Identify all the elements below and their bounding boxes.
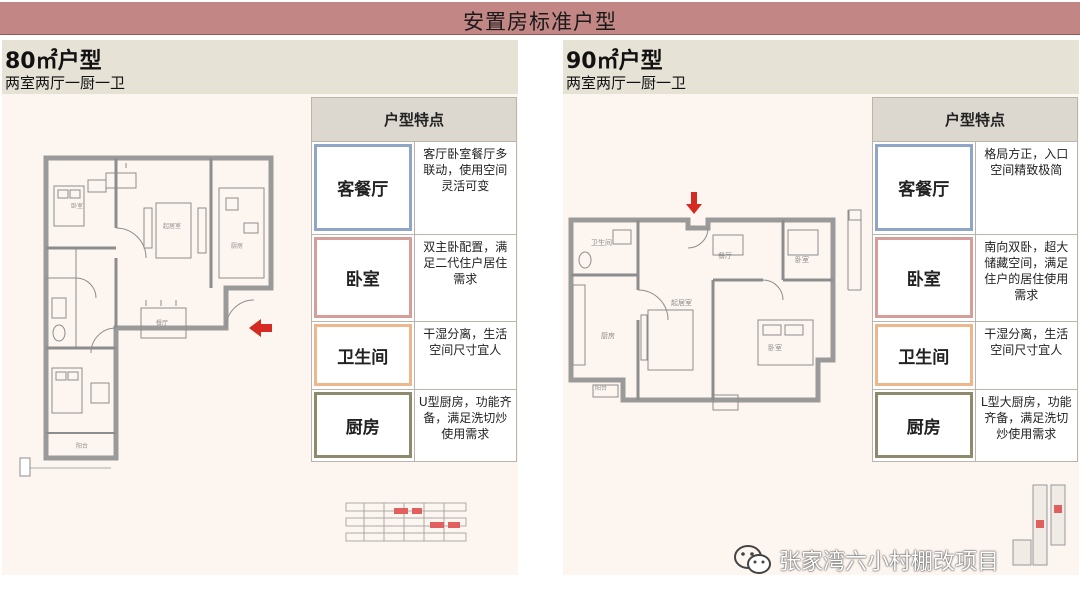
watermark: 张家湾六小村棚改项目 bbox=[733, 540, 999, 580]
header-bar: 安置房标准户型 bbox=[0, 2, 1080, 35]
site-plan-thumbnail bbox=[345, 502, 467, 542]
floor-plan-90: 卫生间 厨房 餐厅 起居室 卧室 卧室 阳台 bbox=[568, 192, 862, 411]
feature-row-kitchen: 厨房 U型厨房，功能齐备，满足洗切炒使用需求 bbox=[311, 389, 517, 462]
features-table: 户型特点 客餐厅 客厅卧室餐厅多联动，使用空间灵活可变 卧室 双主卧配置，满足二… bbox=[311, 97, 517, 462]
svg-text:卧室: 卧室 bbox=[795, 255, 809, 264]
feature-name: 卧室 bbox=[875, 237, 973, 318]
svg-text:餐厅: 餐厅 bbox=[156, 319, 168, 327]
feature-name: 卧室 bbox=[314, 237, 412, 318]
unit-rooms-label: 两室两厅一厨一卫 bbox=[5, 74, 126, 92]
wechat-icon bbox=[734, 545, 771, 574]
feature-desc: 南向双卧，超大储藏空间，满足住户的居住使用需求 bbox=[974, 234, 1078, 322]
feature-name: 厨房 bbox=[314, 392, 412, 458]
feature-desc: 双主卧配置，满足二代住户居住需求 bbox=[413, 234, 517, 322]
feature-desc: 干湿分离，生活空间尺寸宜人 bbox=[413, 321, 517, 390]
feature-row-living: 客餐厅 客厅卧室餐厅多联动，使用空间灵活可变 bbox=[311, 141, 517, 235]
svg-text:厨房: 厨房 bbox=[601, 331, 615, 340]
feature-desc: 格局方正，入口空间精致极简 bbox=[974, 141, 1078, 235]
features-header: 户型特点 bbox=[872, 97, 1078, 142]
feature-name: 客餐厅 bbox=[314, 144, 412, 231]
panel-header: 90㎡户型 两室两厅一厨一卫 bbox=[563, 40, 1079, 94]
svg-text:卧室: 卧室 bbox=[768, 343, 782, 352]
feature-name: 卫生间 bbox=[875, 324, 973, 386]
feature-name: 厨房 bbox=[875, 392, 973, 458]
unit-panel-90: 90㎡户型 两室两厅一厨一卫 卫生间 厨房 餐厅 bbox=[563, 40, 1079, 575]
feature-name: 客餐厅 bbox=[875, 144, 973, 231]
feature-row-bathroom: 卫生间 干湿分离，生活空间尺寸宜人 bbox=[872, 321, 1078, 390]
feature-row-kitchen: 厨房 L型大厨房，功能齐备，满足洗切炒使用需求 bbox=[872, 389, 1078, 462]
svg-text:阳台: 阳台 bbox=[76, 442, 88, 450]
svg-text:餐厅: 餐厅 bbox=[718, 251, 732, 260]
feature-row-bedroom: 卧室 南向双卧，超大储藏空间，满足住户的居住使用需求 bbox=[872, 234, 1078, 322]
entrance-arrow-icon bbox=[686, 192, 702, 214]
feature-name: 卫生间 bbox=[314, 324, 412, 386]
unit-size-label: 80㎡户型 bbox=[5, 49, 102, 74]
feature-desc: 客厅卧室餐厅多联动，使用空间灵活可变 bbox=[413, 141, 517, 235]
unit-rooms-label: 两室两厅一厨一卫 bbox=[566, 74, 687, 92]
feature-desc: L型大厨房，功能齐备，满足洗切炒使用需求 bbox=[974, 389, 1078, 462]
feature-desc: U型厨房，功能齐备，满足洗切炒使用需求 bbox=[413, 389, 517, 462]
page-title: 安置房标准户型 bbox=[463, 10, 617, 34]
svg-text:起居室: 起居室 bbox=[163, 222, 181, 230]
svg-text:厨房: 厨房 bbox=[231, 242, 243, 250]
features-header: 户型特点 bbox=[311, 97, 517, 142]
watermark-text: 张家湾六小村棚改项目 bbox=[779, 550, 1000, 575]
svg-text:阳台: 阳台 bbox=[595, 384, 607, 392]
unit-size-label: 90㎡户型 bbox=[566, 49, 663, 74]
svg-text:起居室: 起居室 bbox=[671, 298, 692, 307]
floor-plan-80: 卧室 起居室 厨房 餐厅 阳台 bbox=[19, 155, 274, 477]
svg-text:卫生间: 卫生间 bbox=[591, 238, 612, 247]
feature-row-living: 客餐厅 格局方正，入口空间精致极简 bbox=[872, 141, 1078, 235]
panel-header: 80㎡户型 两室两厅一厨一卫 bbox=[2, 40, 518, 94]
feature-desc: 干湿分离，生活空间尺寸宜人 bbox=[974, 321, 1078, 390]
feature-row-bathroom: 卫生间 干湿分离，生活空间尺寸宜人 bbox=[311, 321, 517, 390]
feature-row-bedroom: 卧室 双主卧配置，满足二代住户居住需求 bbox=[311, 234, 517, 322]
svg-text:卧室: 卧室 bbox=[71, 202, 83, 210]
entrance-arrow-icon bbox=[249, 319, 272, 337]
unit-panel-80: 80㎡户型 两室两厅一厨一卫 卧室 bbox=[2, 40, 518, 575]
site-plan-thumbnail bbox=[1012, 484, 1066, 566]
features-table: 户型特点 客餐厅 格局方正，入口空间精致极简 卧室 南向双卧，超大储藏空间，满足… bbox=[872, 97, 1078, 462]
